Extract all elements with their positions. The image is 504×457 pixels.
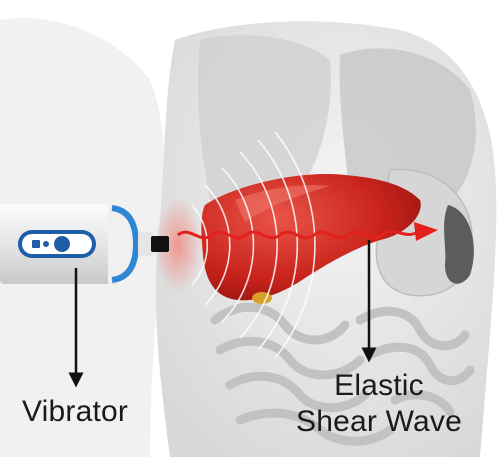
shear-wave-label: Elastic Shear Wave xyxy=(289,368,469,440)
shear-wave-label-line2: Shear Wave xyxy=(289,404,469,440)
gallbladder-shape xyxy=(252,292,272,304)
shear-wave-label-line1: Elastic xyxy=(289,368,469,404)
vibrator-label: Vibrator xyxy=(22,394,128,430)
